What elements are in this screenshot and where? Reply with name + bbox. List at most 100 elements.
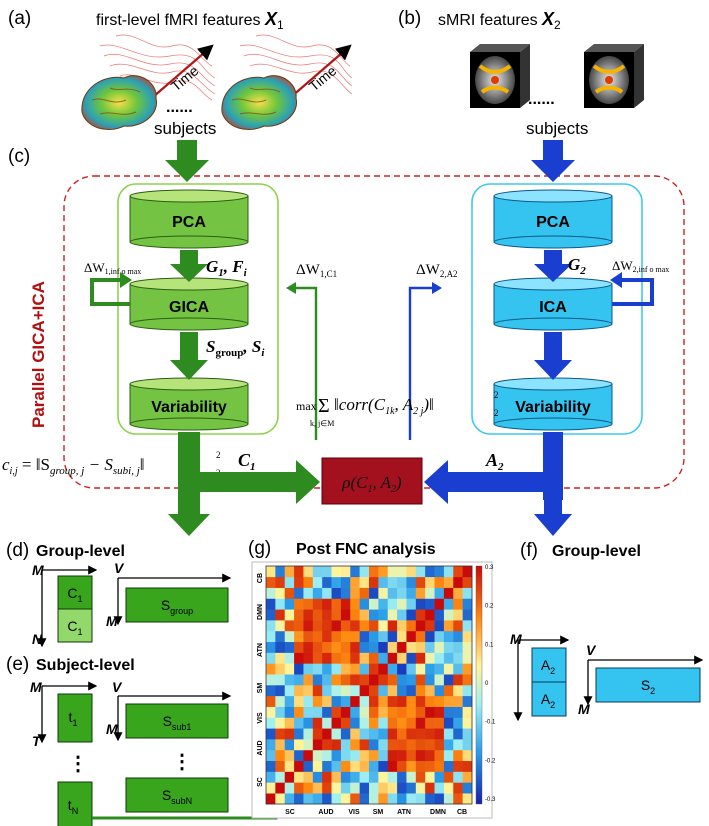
cij-s1: group, j xyxy=(50,465,84,477)
fnc-cell xyxy=(331,739,342,751)
brain-left xyxy=(81,75,158,130)
fnc-cell xyxy=(331,587,342,599)
fnc-cell xyxy=(275,641,286,653)
fnc-colorbar-tick: -0.3 xyxy=(485,797,496,803)
fnc-matrix xyxy=(266,566,473,805)
fnc-cell xyxy=(359,760,370,772)
fnc-cell xyxy=(266,749,276,762)
f-a2-bottom-sub: 2 xyxy=(550,700,555,710)
e-tn-label: tN xyxy=(68,797,78,816)
fnc-cell xyxy=(312,695,323,707)
fnc-cell xyxy=(434,566,445,578)
fnc-cell xyxy=(406,609,417,621)
fnc-cell xyxy=(378,576,389,588)
fnc-cell xyxy=(340,739,351,751)
dw-left-symbol: ΔW xyxy=(84,260,105,275)
fnc-cell xyxy=(462,652,473,664)
fnc-cell xyxy=(350,641,360,653)
smri-volume-right xyxy=(584,44,644,108)
fnc-cell xyxy=(275,630,286,643)
fnc-cell xyxy=(294,695,304,707)
fnc-cell xyxy=(434,695,445,707)
g2-symbol: G xyxy=(568,255,581,274)
fnc-colorbar-tick: -0.2 xyxy=(485,758,496,764)
cij-s2: subi, j xyxy=(113,465,140,477)
fnc-cell xyxy=(397,630,407,643)
fnc-cell xyxy=(294,620,304,632)
arrow-ica-variability xyxy=(534,332,572,380)
fnc-cell xyxy=(443,695,454,707)
fnc-cell xyxy=(369,685,379,697)
fnc-cell xyxy=(331,663,342,675)
fnc-cell xyxy=(397,620,407,632)
fnc-cell xyxy=(397,641,407,653)
fnc-cell xyxy=(340,609,351,621)
fnc-cell xyxy=(378,630,389,643)
fnc-colorbar xyxy=(475,565,483,805)
d-c1-top-sym: C xyxy=(67,585,77,601)
fnc-cell xyxy=(275,652,286,664)
fnc-cell xyxy=(303,663,314,675)
right-infomax-arrowhead xyxy=(610,272,622,288)
fnc-cell xyxy=(387,760,398,772)
si-symbol: , S xyxy=(242,337,261,356)
fnc-cell xyxy=(415,760,426,772)
fnc-cell xyxy=(303,793,314,805)
fnc-cell xyxy=(331,609,342,621)
fnc-cell xyxy=(331,674,342,686)
fnc-cell xyxy=(312,641,323,653)
fnc-cell xyxy=(331,695,342,707)
fnc-cell xyxy=(350,674,360,686)
fnc-cell xyxy=(397,793,407,805)
fnc-cell xyxy=(453,717,463,729)
fnc-cell xyxy=(331,630,342,643)
panel-c-letter: (c) xyxy=(8,146,30,167)
fnc-cell xyxy=(443,782,454,794)
fnc-cell xyxy=(425,728,435,740)
e-vdots-left: ⋮ xyxy=(68,753,88,775)
fnc-y-label: DMN xyxy=(257,604,264,620)
fnc-cell xyxy=(312,576,323,588)
fnc-cell xyxy=(434,587,445,599)
d-c1-bottom-label: C1 xyxy=(67,618,82,637)
f-m-label: M xyxy=(510,631,522,647)
fnc-cell xyxy=(425,739,435,751)
fnc-cell xyxy=(312,598,323,610)
fnc-cell xyxy=(350,609,360,621)
fnc-cell xyxy=(378,782,389,794)
f-s2-block xyxy=(595,667,701,703)
fnc-cell xyxy=(378,706,389,718)
cij-c: c xyxy=(2,455,10,474)
fnc-cell xyxy=(378,760,389,772)
fnc-cell xyxy=(294,739,304,751)
fnc-cell xyxy=(462,728,473,740)
fnc-cell xyxy=(350,566,360,578)
fnc-cell xyxy=(425,793,435,805)
fnc-cell xyxy=(369,566,379,578)
fnc-cell xyxy=(387,793,398,805)
fnc-cell xyxy=(387,706,398,718)
a2-symbol: A xyxy=(485,450,498,470)
dw-c1-label: ΔW1,C1 xyxy=(296,262,337,279)
fnc-cell xyxy=(303,695,314,707)
fnc-cell xyxy=(425,717,435,729)
fnc-cell xyxy=(378,641,389,653)
fnc-cell xyxy=(378,566,389,578)
fnc-cell xyxy=(284,641,295,653)
fnc-cell xyxy=(284,609,295,621)
panel-b-sub: 2 xyxy=(554,18,561,32)
fnc-cell xyxy=(425,576,435,588)
rho-mid: , A xyxy=(372,473,391,492)
fnc-cell xyxy=(434,739,445,751)
fnc-cell xyxy=(443,587,454,599)
fnc-cell xyxy=(462,663,473,675)
g1-symbol: G xyxy=(206,257,219,276)
fnc-cell xyxy=(406,566,417,578)
f-a2-bottom-sym: A xyxy=(541,691,551,707)
fnc-cell xyxy=(425,641,435,653)
fnc-cell xyxy=(453,576,463,588)
fnc-cell xyxy=(331,760,342,772)
dw-right-label: ΔW2,inf o max xyxy=(612,258,669,274)
left-infomax-arrowhead xyxy=(120,272,132,288)
